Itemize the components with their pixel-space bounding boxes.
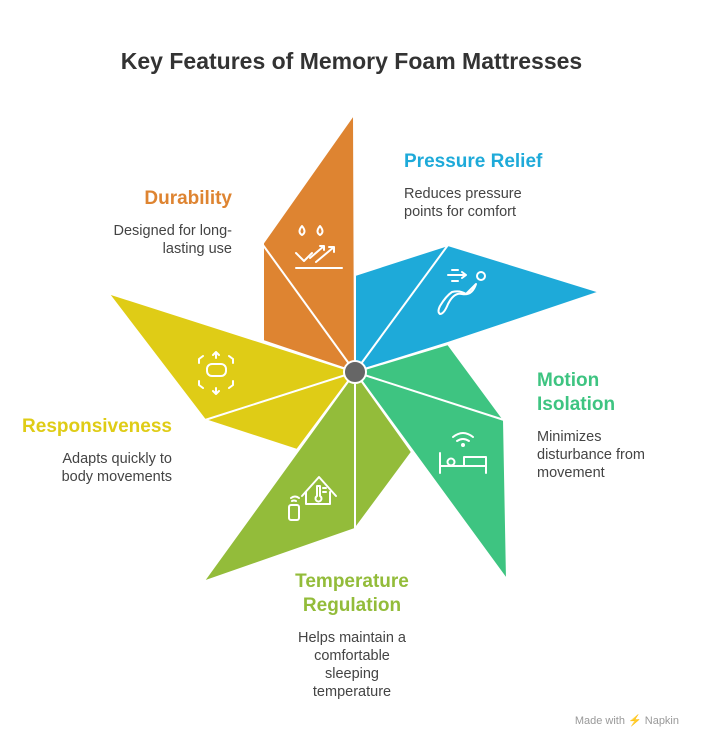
durability-desc: Designed for long- lasting use xyxy=(114,222,233,258)
desc-line: Designed for long- xyxy=(113,223,233,239)
desc-line: lasting use xyxy=(162,241,232,257)
page-title: Key Features of Memory Foam Mattresses xyxy=(120,48,583,74)
desc-line: movement xyxy=(537,465,605,481)
blade-pressure-relief xyxy=(354,244,601,373)
desc-line: Helps maintain a xyxy=(298,630,406,646)
desc-line: sleeping xyxy=(324,666,379,682)
desc-line: body movements xyxy=(61,469,172,485)
responsiveness-desc: Adapts quickly to body movements xyxy=(62,450,172,486)
bed-wifi-icon xyxy=(439,432,487,474)
responsiveness-title: Responsiveness xyxy=(22,416,172,437)
made-with-napkin-footer[interactable]: Made with ⚡ Napkin xyxy=(574,715,679,727)
recline-seat-icon xyxy=(437,269,486,315)
title-line: Regulation xyxy=(302,595,402,616)
desc-line: Minimizes xyxy=(537,429,602,445)
desc-line: temperature xyxy=(312,684,392,700)
blade-durability xyxy=(262,113,356,373)
title-line: Isolation xyxy=(537,394,616,415)
motion-isolation-desc: Minimizes disturbance from movement xyxy=(537,428,645,482)
desc-line: comfortable xyxy=(314,648,390,664)
temperature-regulation-desc: Helps maintain a comfortable sleeping te… xyxy=(252,629,452,701)
temperature-regulation-title: Temperature Regulation xyxy=(252,570,452,618)
desc-line: Reduces pressure xyxy=(404,186,522,202)
title-line: Temperature xyxy=(295,571,409,592)
smart-home-thermometer-icon xyxy=(288,476,337,521)
desc-line: disturbance from xyxy=(537,447,645,463)
pressure-relief-title: Pressure Relief xyxy=(404,151,543,172)
durability-title: Durability xyxy=(144,188,232,209)
motion-isolation-title: Motion Isolation xyxy=(537,369,615,417)
center-hub xyxy=(343,360,367,384)
water-drops-arrows-icon xyxy=(295,225,343,269)
title-line: Motion xyxy=(537,370,600,391)
pressure-relief-desc: Reduces pressure points for comfort xyxy=(404,185,522,221)
desc-line: Adapts quickly to xyxy=(62,451,172,467)
desc-line: points for comfort xyxy=(404,204,517,220)
expand-arrows-icon xyxy=(198,351,234,395)
